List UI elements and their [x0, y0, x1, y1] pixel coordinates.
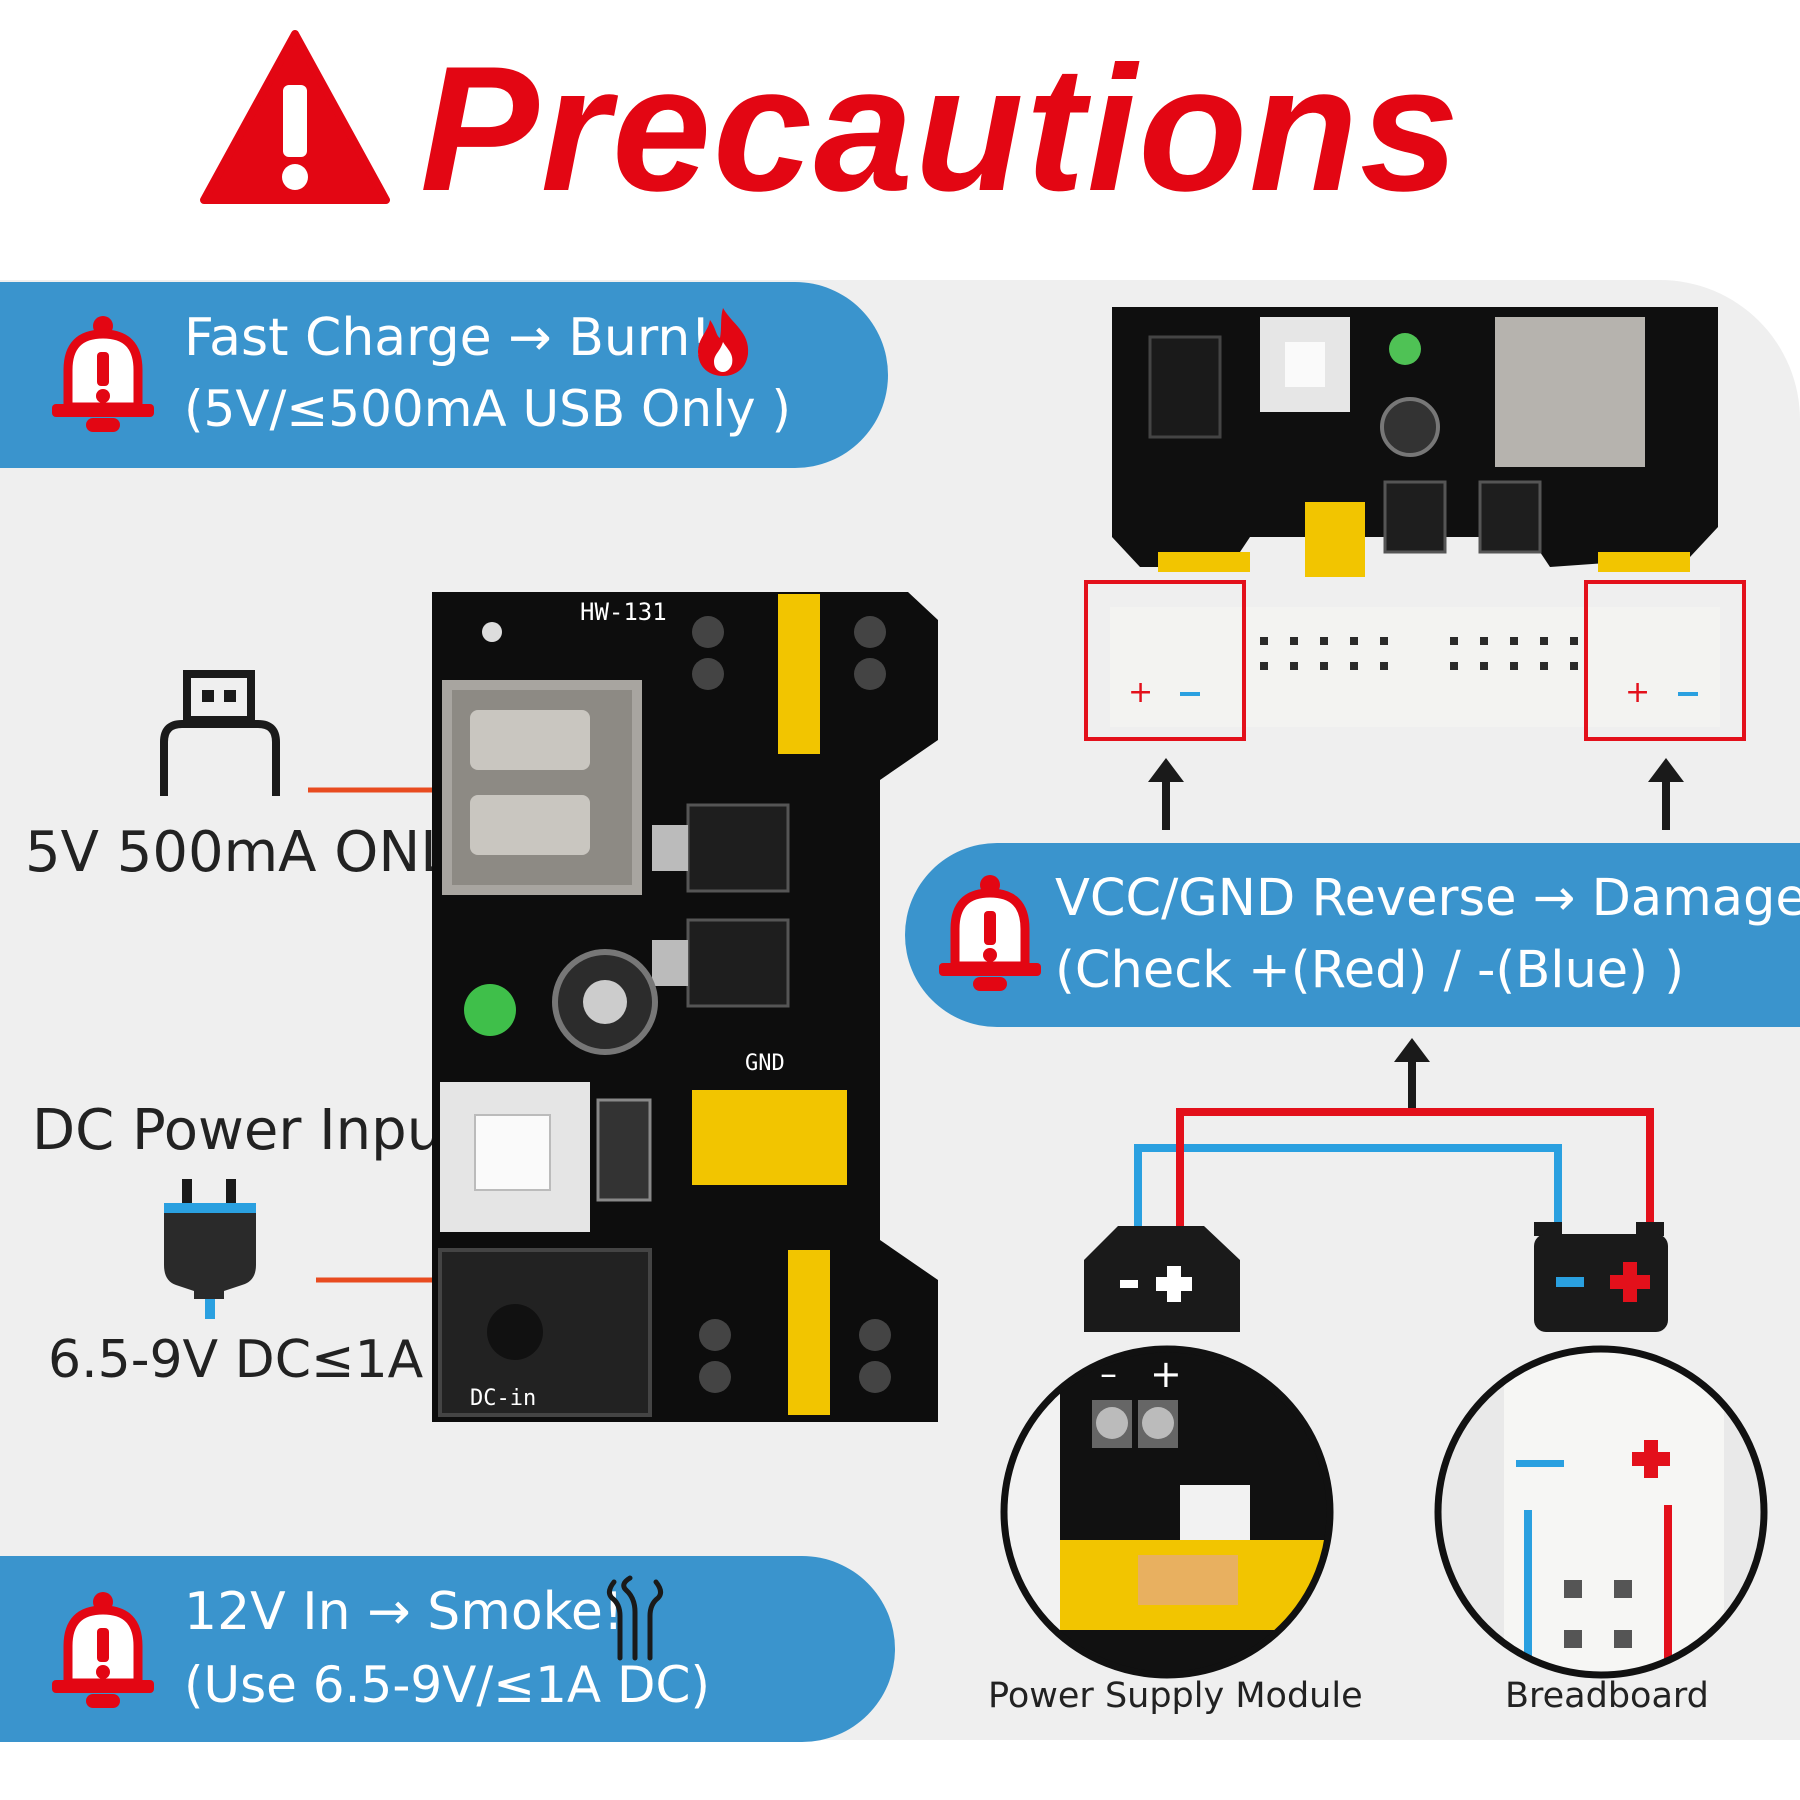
warning-triangle-icon [200, 30, 390, 204]
breadboard-top-photo: + + [1084, 307, 1746, 741]
polarity-wiring-diagram [1084, 1108, 1668, 1332]
model-silk: HW-131 [580, 598, 667, 626]
usb-spec-label: 5V 500mA ONLY [25, 820, 479, 885]
alarm-bell-icon [52, 316, 154, 432]
warning-detail: (5V/≤500mA USB Only ) [184, 380, 791, 438]
dc-spec-label: 6.5-9V DC≤1A [48, 1330, 424, 1390]
warning-detail: (Check +(Red) / -(Blue) ) [1055, 941, 1685, 1000]
module-caption: Power Supply Module [988, 1676, 1363, 1716]
dc-plug-icon [164, 1179, 256, 1319]
breadboard-caption: Breadboard [1505, 1676, 1709, 1716]
dcin-silk: DC-in [470, 1386, 536, 1411]
warning-title: Fast Charge → Burn! [184, 308, 712, 368]
breadboard-zoom-photo [1434, 1345, 1768, 1679]
fire-icon [698, 308, 749, 376]
arrow-up-icon [1148, 758, 1184, 830]
warning-banner-fast-charge: Fast Charge → Burn! (5V/≤500mA USB Only … [0, 282, 888, 468]
warning-detail: (Use 6.5-9V/≤1A DC) [184, 1656, 710, 1714]
page-title: Precautions [420, 29, 1461, 228]
warning-banner-reverse-polarity: VCC/GND Reverse → Damage! (Check +(Red) … [905, 843, 1800, 1027]
power-supply-board: HW-131 GND DC-in [432, 592, 938, 1422]
gnd-silk: GND [745, 1051, 785, 1076]
title-area: Precautions [0, 0, 1800, 250]
alarm-bell-icon [939, 875, 1041, 991]
warning-banner-overvoltage: 12V In → Smoke! (Use 6.5-9V/≤1A DC) [0, 1556, 895, 1742]
svg-text:+: + [1128, 675, 1153, 710]
dc-input-title: DC Power Input [32, 1098, 465, 1163]
warning-title: 12V In → Smoke! [184, 1582, 624, 1642]
power-module-zoom-photo: – + [1000, 1345, 1334, 1679]
arrow-up-icon [1394, 1038, 1430, 1110]
warning-title: VCC/GND Reverse → Damage! [1055, 869, 1800, 928]
smoke-icon [606, 1575, 664, 1661]
arrow-up-icon [1648, 758, 1684, 830]
alarm-bell-icon [52, 1592, 154, 1708]
svg-text:+: + [1150, 1352, 1182, 1396]
usb-plug-icon [160, 670, 280, 796]
svg-text:+: + [1625, 675, 1650, 710]
